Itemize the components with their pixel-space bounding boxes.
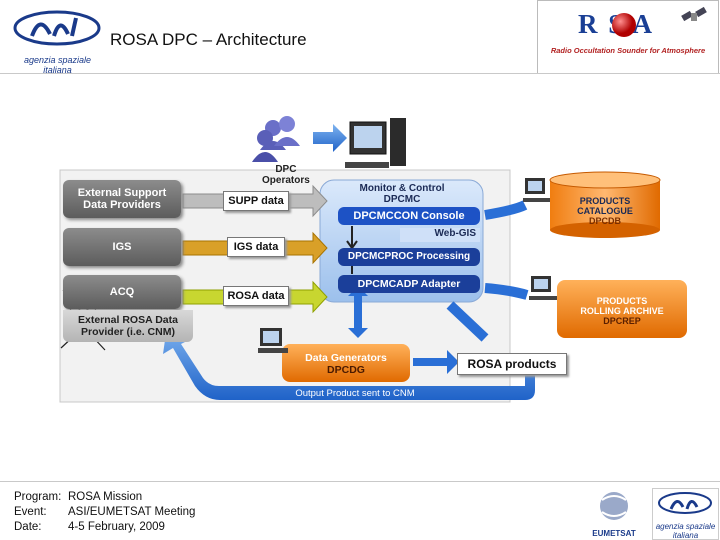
operators-label-line2: Operators xyxy=(262,175,310,186)
products-catalogue-label: PRODUCTS CATALOGUE DPCDB xyxy=(555,196,655,226)
asi-footer-logo-mark xyxy=(658,492,712,514)
igs-data-label: IGS data xyxy=(227,237,285,257)
external-rosa-line1: External ROSA Data xyxy=(78,314,178,326)
generator-workstation-icon xyxy=(258,328,288,353)
asi-logo-line2: italiana xyxy=(43,65,72,75)
acq-box: ACQ xyxy=(63,275,181,309)
igs-label: IGS xyxy=(112,241,132,253)
archive-line1: PRODUCTS xyxy=(596,296,648,306)
rosa-logo: R S A Radio Occultation Sounder for Atmo… xyxy=(537,0,719,74)
asi-footer-logo: agenzia spaziale italiana xyxy=(652,488,719,540)
header-divider xyxy=(0,73,720,74)
asi-logo: agenzia spaziale italiana xyxy=(10,6,105,75)
satellite-icon xyxy=(681,6,707,22)
catalogue-line3: DPCDB xyxy=(588,216,621,226)
to-archive-arrow xyxy=(484,283,529,300)
archive-line3: DPCREP xyxy=(603,316,641,326)
footer-date-key: Date: xyxy=(14,521,42,533)
dpcmcadp-box: DPCMCADP Adapter xyxy=(338,275,480,293)
products-catalogue-cylinder xyxy=(549,171,661,238)
asi-footer-line1: agenzia spaziale xyxy=(655,522,716,531)
eumetsat-logo: EUMETSAT xyxy=(580,488,648,538)
adapter-to-products-arrow xyxy=(446,301,489,342)
supp-data-label: SUPP data xyxy=(223,191,289,211)
generators-to-products-arrow xyxy=(413,350,459,374)
footer-event-key: Event: xyxy=(14,506,47,518)
eumetsat-text: EUMETSAT xyxy=(592,529,636,538)
archive-workstation-icon xyxy=(529,276,559,300)
monitor-control-line1: Monitor & Control xyxy=(359,183,445,194)
workstation-icon xyxy=(345,118,406,168)
footer-divider xyxy=(0,481,720,482)
footer-event-value: ASI/EUMETSAT Meeting xyxy=(68,506,196,518)
external-support-box: External Support Data Providers xyxy=(63,180,181,218)
asi-logo-mark xyxy=(13,10,101,46)
footer-date-row: Date: 4-5 February, 2009 xyxy=(14,520,195,535)
asi-logo-line1: agenzia spaziale xyxy=(23,55,92,65)
data-generators-label: Data Generators DPCDG xyxy=(287,352,405,376)
dpcmcproc-label: DPCMCPROC Processing xyxy=(347,251,471,262)
dpcmccon-console-box: DPCMCCON Console xyxy=(338,207,480,225)
architecture-diagram: DPC Operators External Support Data Prov… xyxy=(55,110,710,410)
operators-label-line1: DPC xyxy=(275,164,297,175)
footer-info: Program: ROSA Mission Event: ASI/EUMETSAT … xyxy=(14,490,195,535)
page-title: ROSA DPC – Architecture xyxy=(110,30,307,49)
catalogue-line1: PRODUCTS xyxy=(579,196,631,206)
products-archive-label: PRODUCTS ROLLING ARCHIVE DPCREP xyxy=(560,296,684,326)
eumetsat-globe-icon xyxy=(600,492,628,520)
footer-program-key: Program: xyxy=(14,491,62,503)
data-generators-line1: Data Generators xyxy=(305,352,387,364)
footer-program-row: Program: ROSA Mission xyxy=(14,490,195,505)
external-support-line1: External Support xyxy=(77,187,167,199)
monitor-control-label: Monitor & Control DPCMC xyxy=(347,183,457,205)
rosa-data-label: ROSA data xyxy=(223,286,289,306)
archive-line2: ROLLING ARCHIVE xyxy=(580,306,664,316)
webgis-box: Web-GIS xyxy=(400,228,480,242)
rosa-logo-subtitle: Radio Occultation Sounder for Atmosphere xyxy=(550,46,706,55)
to-catalogue-arrow xyxy=(484,200,528,220)
external-support-line2: Data Providers xyxy=(83,199,161,211)
operators-icon xyxy=(252,116,300,162)
rosa-products-box: ROSA products xyxy=(457,353,567,375)
data-generators-box xyxy=(282,344,410,382)
monitor-control-line2: DPCMC xyxy=(383,194,421,205)
dpcmcproc-box: DPCMCPROC Processing xyxy=(338,248,480,266)
operators-to-workstation-arrow xyxy=(313,124,347,152)
footer-program-value: ROSA Mission xyxy=(68,491,143,503)
output-return-arrow xyxy=(163,326,535,400)
rosa-logo-red-ball xyxy=(612,13,636,37)
footer-date-value: 4-5 February, 2009 xyxy=(68,521,165,533)
adapter-generators-arrow xyxy=(348,286,368,338)
operators-label: DPC Operators xyxy=(262,164,310,186)
catalogue-line2: CATALOGUE xyxy=(577,206,633,216)
footer-event-row: Event: ASI/EUMETSAT Meeting xyxy=(14,505,195,520)
webgis-label: Web-GIS xyxy=(434,228,476,239)
igs-box: IGS xyxy=(63,228,181,266)
output-product-label: Output Product sent to CNM xyxy=(295,388,415,399)
catalogue-workstation-icon xyxy=(523,178,553,202)
dpcmccon-label: DPCMCCON Console xyxy=(353,210,465,222)
external-rosa-line2: Provider (i.e. CNM) xyxy=(81,326,175,338)
data-generators-line2: DPCDG xyxy=(327,364,365,376)
acq-label: ACQ xyxy=(109,286,135,298)
external-rosa-provider-box: External ROSA Data Provider (i.e. CNM) xyxy=(63,310,193,342)
dpcmcadp-label: DPCMCADP Adapter xyxy=(357,278,461,290)
products-archive-box xyxy=(557,280,687,338)
asi-footer-line2: italiana xyxy=(672,531,699,540)
